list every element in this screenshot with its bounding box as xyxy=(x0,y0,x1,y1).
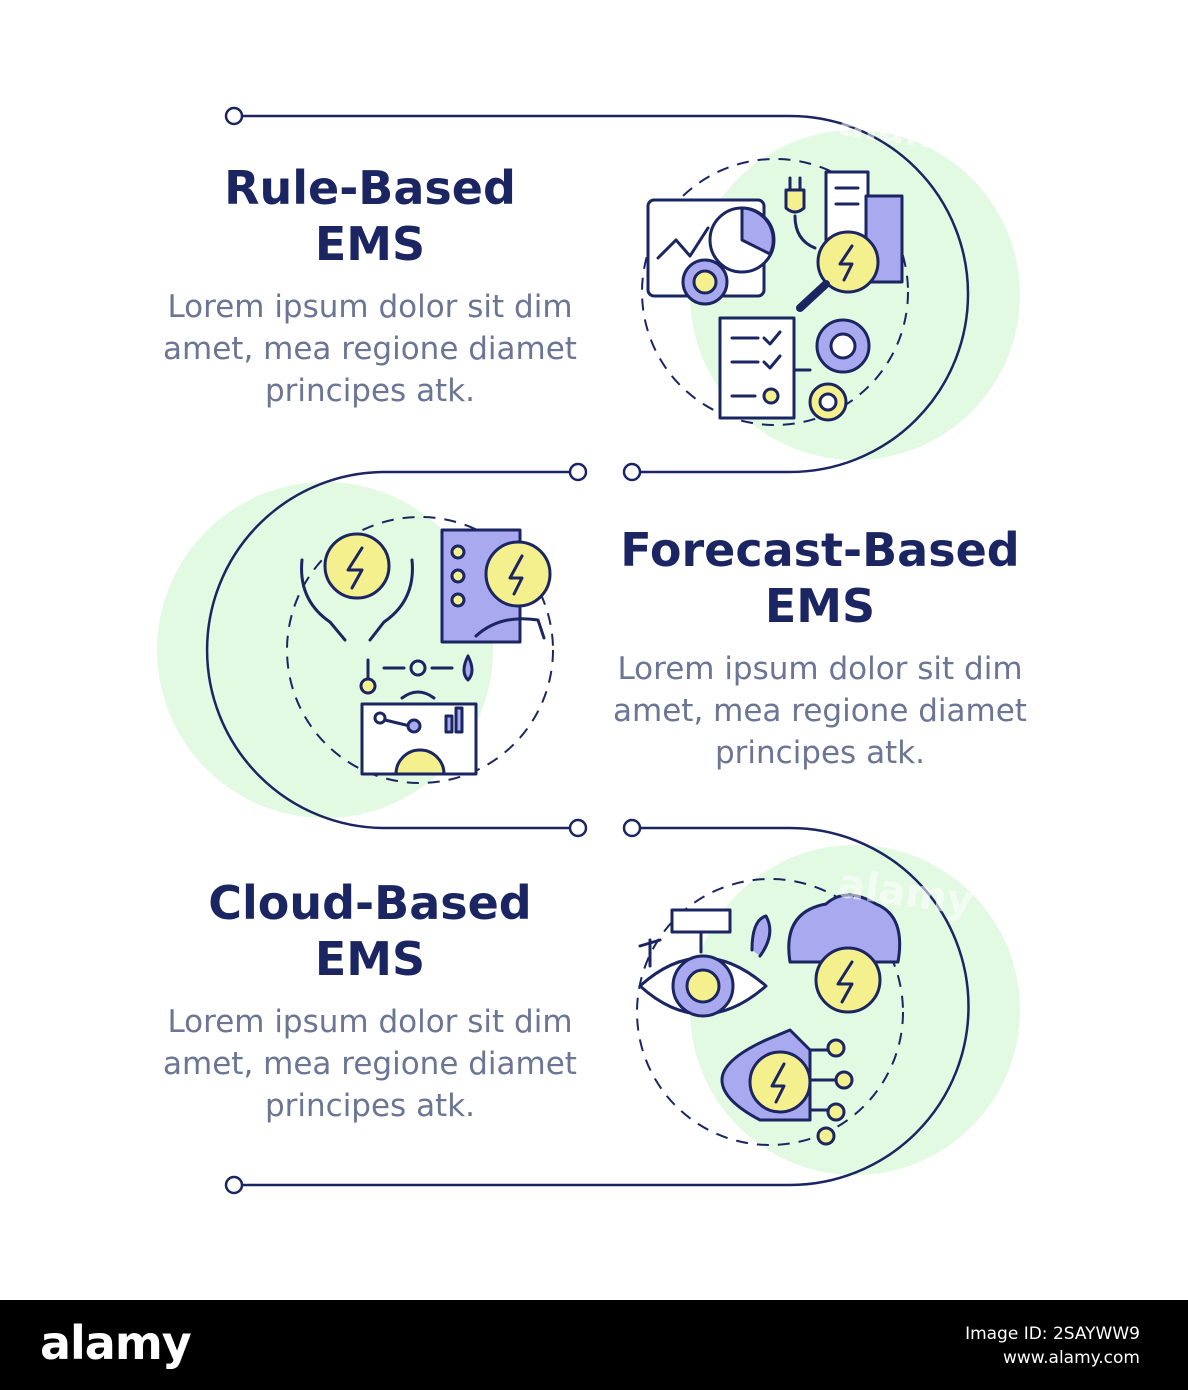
forecast-based-ems-icon xyxy=(300,528,552,776)
section-cloud-based: Cloud-Based EMS Lorem ipsum dolor sit di… xyxy=(130,875,610,1127)
desc-line-2: amet, mea regione diamet xyxy=(163,331,577,367)
connector-line xyxy=(205,114,970,1187)
footer-bar: alamy Image ID: 2SAYWW9 www.alamy.com xyxy=(0,1300,1188,1390)
dashed-ring-2 xyxy=(286,516,554,784)
dot-bottom-left xyxy=(224,1175,244,1195)
cloud-based-ems-icon xyxy=(638,893,902,1146)
desc-line-1: Lorem ipsum dolor sit dim xyxy=(617,651,1023,687)
desc-line-2: amet, mea regione diamet xyxy=(163,1046,577,1082)
section-rule-based: Rule-Based EMS Lorem ipsum dolor sit dim… xyxy=(130,160,610,412)
dot-top-left xyxy=(224,106,244,126)
title-line-2: EMS xyxy=(314,217,426,271)
dot-mid1-right xyxy=(568,462,588,482)
desc-line-3: principes atk. xyxy=(264,1088,476,1124)
section-description: Lorem ipsum dolor sit dim amet, mea regi… xyxy=(575,648,1065,774)
dashed-ring-1 xyxy=(641,158,909,426)
section-description: Lorem ipsum dolor sit dim amet, mea regi… xyxy=(130,286,610,412)
dot-mid2-left xyxy=(568,818,588,838)
section-title: Forecast-Based EMS xyxy=(575,522,1065,634)
desc-line-1: Lorem ipsum dolor sit dim xyxy=(167,1004,573,1040)
desc-line-2: amet, mea regione diamet xyxy=(613,693,1027,729)
connector-dots xyxy=(224,106,642,1195)
dashed-ring-3 xyxy=(636,878,904,1146)
desc-line-3: principes atk. xyxy=(714,735,926,771)
footer-image-id: Image ID: 2SAYWW9 xyxy=(965,1324,1140,1344)
rule-based-ems-icon xyxy=(646,170,904,422)
footer-site: www.alamy.com xyxy=(1002,1348,1140,1368)
dot-mid1-left xyxy=(622,462,642,482)
title-line-2: EMS xyxy=(764,579,876,633)
section-forecast-based: Forecast-Based EMS Lorem ipsum dolor sit… xyxy=(575,522,1065,774)
title-line-1: Cloud-Based xyxy=(208,876,532,930)
section-title: Rule-Based EMS xyxy=(130,160,610,272)
section-title: Cloud-Based EMS xyxy=(130,875,610,987)
footer-image-info: Image ID: 2SAYWW9 www.alamy.com xyxy=(965,1322,1140,1370)
title-line-2: EMS xyxy=(314,932,426,986)
title-line-1: Rule-Based xyxy=(224,161,516,215)
section-description: Lorem ipsum dolor sit dim amet, mea regi… xyxy=(130,1001,610,1127)
dot-mid2-right xyxy=(622,818,642,838)
title-line-1: Forecast-Based xyxy=(620,523,1020,577)
desc-line-1: Lorem ipsum dolor sit dim xyxy=(167,289,573,325)
infographic-canvas xyxy=(157,106,1020,1195)
desc-line-3: principes atk. xyxy=(264,373,476,409)
footer-logo: alamy xyxy=(40,1316,192,1370)
